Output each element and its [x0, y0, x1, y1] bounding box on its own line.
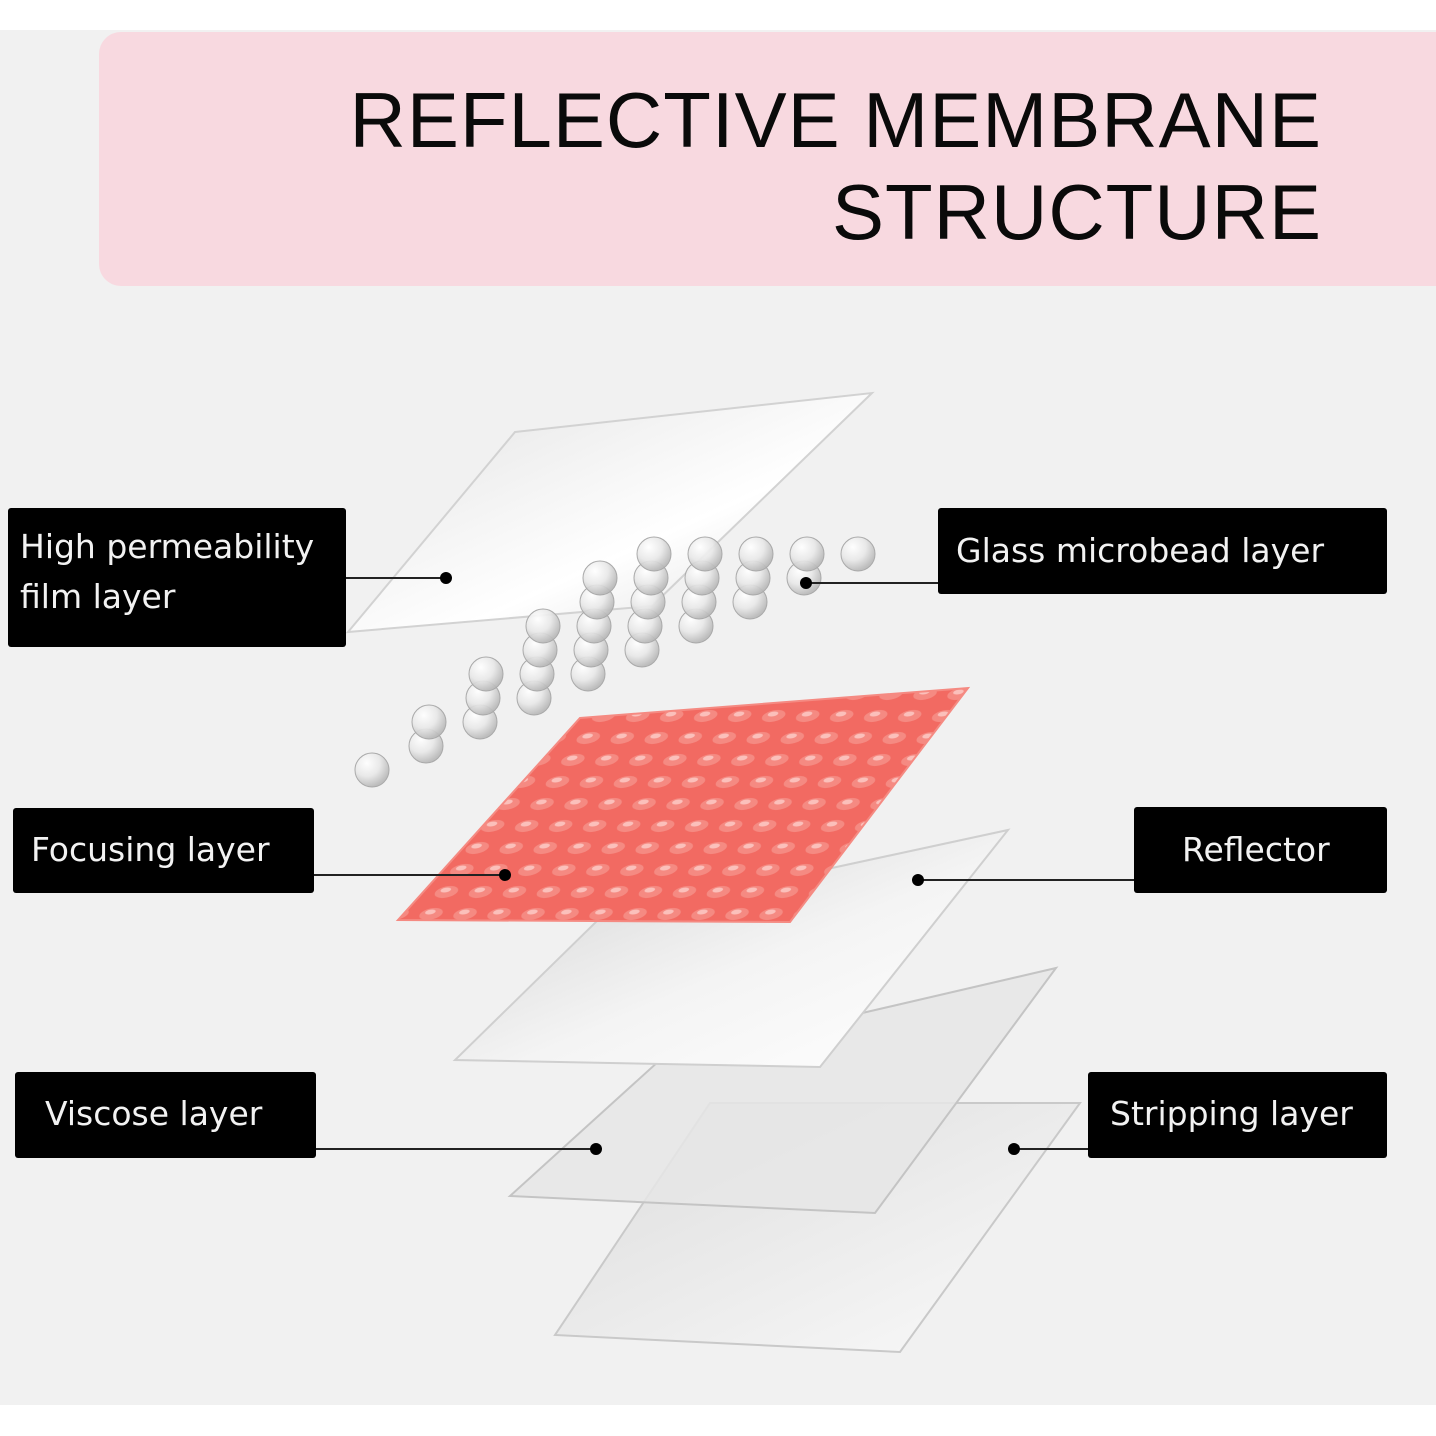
page-title-line-1: REFLECTIVE MEMBRANE: [349, 76, 1322, 164]
glass-microbead: [687, 536, 723, 572]
glass-microbead: [582, 560, 618, 596]
label-focusing-layer: Focusing layer: [13, 808, 314, 893]
label-high-permeability-line-1: High permeability: [20, 527, 315, 566]
label-viscose-text: Viscose layer: [45, 1094, 263, 1133]
title-banner: [99, 32, 1436, 286]
glass-microbead: [789, 536, 825, 572]
leader-dot-glass-microbead: [800, 577, 812, 589]
glass-microbead: [411, 704, 447, 740]
label-stripping-text: Stripping layer: [1110, 1094, 1353, 1133]
glass-microbead: [840, 536, 876, 572]
leader-dot-high-permeability: [440, 572, 452, 584]
label-reflector: Reflector: [1134, 807, 1387, 893]
glass-microbead: [525, 608, 561, 644]
label-viscose-layer: Viscose layer: [15, 1072, 316, 1158]
label-glass-microbead-layer: Glass microbead layer: [938, 508, 1387, 594]
leader-dot-viscose: [590, 1143, 602, 1155]
glass-microbead: [738, 536, 774, 572]
label-stripping-layer: Stripping layer: [1088, 1072, 1387, 1158]
focusing-layer-sheet: [395, 686, 971, 924]
glass-microbead-cluster: [354, 536, 876, 788]
label-glass-microbead-text: Glass microbead layer: [956, 531, 1325, 570]
glass-microbead: [468, 656, 504, 692]
label-reflector-text: Reflector: [1182, 830, 1330, 869]
label-high-permeability-film-layer: High permeability film layer: [8, 508, 346, 647]
reflector-sheet: [452, 828, 1011, 1069]
glass-microbead: [636, 536, 672, 572]
leader-dot-focusing: [499, 869, 511, 881]
viscose-layer-sheet: [507, 966, 1059, 1215]
label-high-permeability-line-2: film layer: [20, 577, 176, 616]
glass-microbead: [354, 752, 390, 788]
leader-dot-stripping: [1008, 1143, 1020, 1155]
leader-dot-reflector: [912, 874, 924, 886]
page-title-line-2: STRUCTURE: [832, 168, 1322, 256]
label-focusing-text: Focusing layer: [31, 830, 270, 869]
page-title: REFLECTIVE MEMBRANE STRUCTURE: [350, 74, 1322, 258]
